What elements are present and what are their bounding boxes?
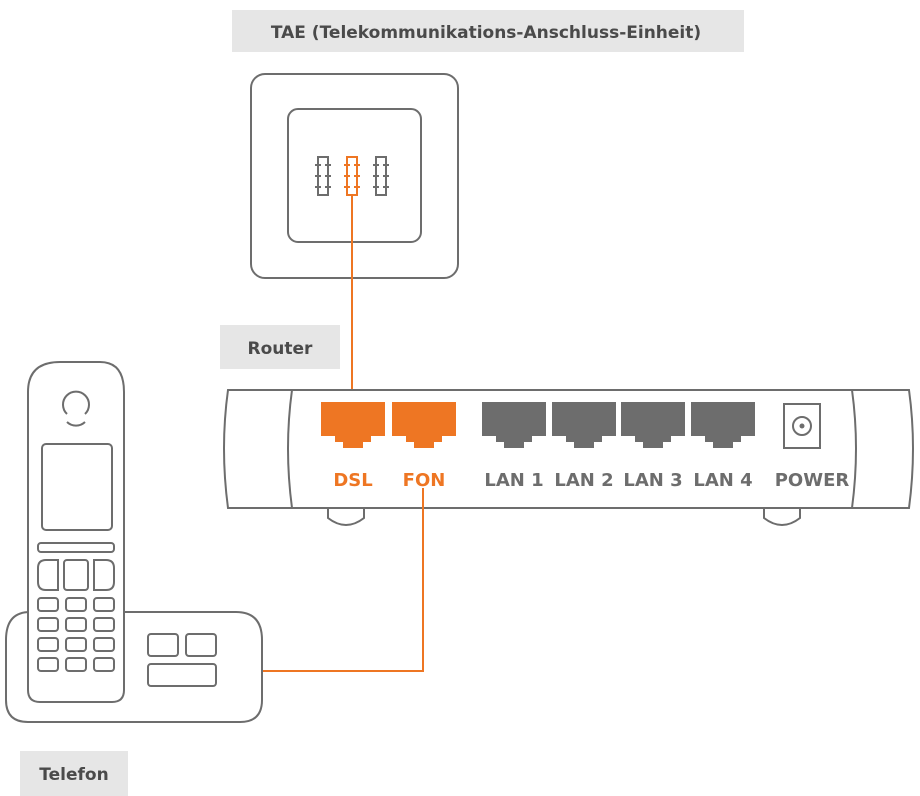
- port-lan1: LAN 1: [482, 402, 546, 491]
- port-label-power: POWER: [775, 470, 850, 491]
- tae-slot-right: [373, 156, 389, 196]
- port-label-fon: FON: [403, 470, 446, 491]
- port-power: POWER: [775, 403, 850, 491]
- port-label-lan1: LAN 1: [484, 470, 543, 491]
- phone-screen: [41, 443, 113, 531]
- phone-label: Telefon: [20, 751, 128, 796]
- ethernet-port-icon: [321, 402, 385, 448]
- port-fon: FON: [392, 402, 456, 491]
- cable-fon-to-phone: [262, 488, 424, 672]
- port-lan4: LAN 4: [691, 402, 755, 491]
- cordless-phone-icon: [5, 361, 263, 723]
- tae-label-text: TAE (Telekommunikations-Anschluss-Einhei…: [271, 23, 701, 43]
- tae-label: TAE (Telekommunikations-Anschluss-Einhei…: [232, 10, 744, 52]
- ethernet-port-icon: [392, 402, 456, 448]
- port-lan3: LAN 3: [621, 402, 685, 491]
- port-label-lan4: LAN 4: [693, 470, 752, 491]
- phone-keypad: [37, 597, 115, 672]
- port-label-lan2: LAN 2: [554, 470, 613, 491]
- port-dsl: DSL: [321, 402, 385, 491]
- phone-label-text: Telefon: [39, 765, 108, 785]
- ethernet-port-icon: [621, 402, 685, 448]
- ethernet-port-icon: [691, 402, 755, 448]
- port-label-dsl: DSL: [333, 470, 372, 491]
- ethernet-port-icon: [482, 402, 546, 448]
- ethernet-port-icon: [552, 402, 616, 448]
- router-label-text: Router: [248, 339, 314, 359]
- router-label: Router: [220, 325, 340, 369]
- tae-slot-left: [315, 156, 331, 196]
- tae-socket-icon: [250, 73, 459, 279]
- port-lan2: LAN 2: [552, 402, 616, 491]
- router-ports: DSL FON LAN 1 LAN 2 LAN 3 LAN 4 POWER: [321, 402, 849, 491]
- port-label-lan3: LAN 3: [623, 470, 682, 491]
